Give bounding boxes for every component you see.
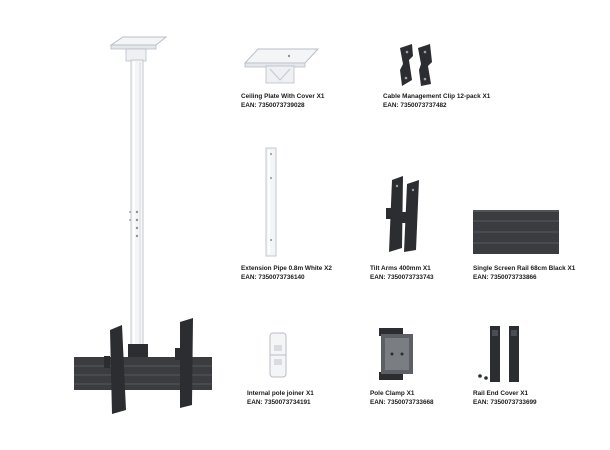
item-label-ceiling-plate: Ceiling Plate With Cover X1 EAN: 7350073… xyxy=(241,93,324,110)
item-name: Extension Pipe 0.8m White X2 xyxy=(241,265,332,272)
item-label-rail-end-cover: Rail End Cover X1 EAN: 7350073733699 xyxy=(473,390,537,407)
item-name: Pole Clamp X1 xyxy=(370,390,415,397)
item-label-pole-joiner: Internal pole joiner X1 EAN: 73500737341… xyxy=(247,390,314,407)
item-name: Tilt Arms 400mm X1 xyxy=(370,265,431,272)
item-ean: EAN: 7350073734191 xyxy=(247,398,311,406)
item-label-extension-pipe: Extension Pipe 0.8m White X2 EAN: 735007… xyxy=(241,265,332,282)
item-ean: EAN: 7350073737482 xyxy=(383,101,447,109)
item-label-tilt-arms: Tilt Arms 400mm X1 EAN: 7350073733743 xyxy=(370,265,434,282)
item-label-pole-clamp: Pole Clamp X1 EAN: 7350073733668 xyxy=(370,390,434,407)
item-ean: EAN: 7350073733699 xyxy=(473,398,537,406)
item-ean: EAN: 7350073733743 xyxy=(370,273,434,281)
item-label-cable-clip: Cable Management Clip 12-pack X1 EAN: 73… xyxy=(383,93,490,110)
item-ean: EAN: 7350073739028 xyxy=(241,101,305,109)
item-name: Single Screen Rail 68cm Black X1 xyxy=(473,265,576,272)
item-name: Cable Management Clip 12-pack X1 xyxy=(383,93,491,100)
item-name: Internal pole joiner X1 xyxy=(247,390,314,397)
item-label-screen-rail: Single Screen Rail 68cm Black X1 EAN: 73… xyxy=(473,265,575,282)
item-ean: EAN: 7350073733668 xyxy=(370,398,434,406)
item-ean: EAN: 7350073733866 xyxy=(473,273,537,281)
item-name: Ceiling Plate With Cover X1 xyxy=(241,93,325,100)
item-name: Rail End Cover X1 xyxy=(473,390,529,397)
item-ean: EAN: 7350073736140 xyxy=(241,273,305,281)
